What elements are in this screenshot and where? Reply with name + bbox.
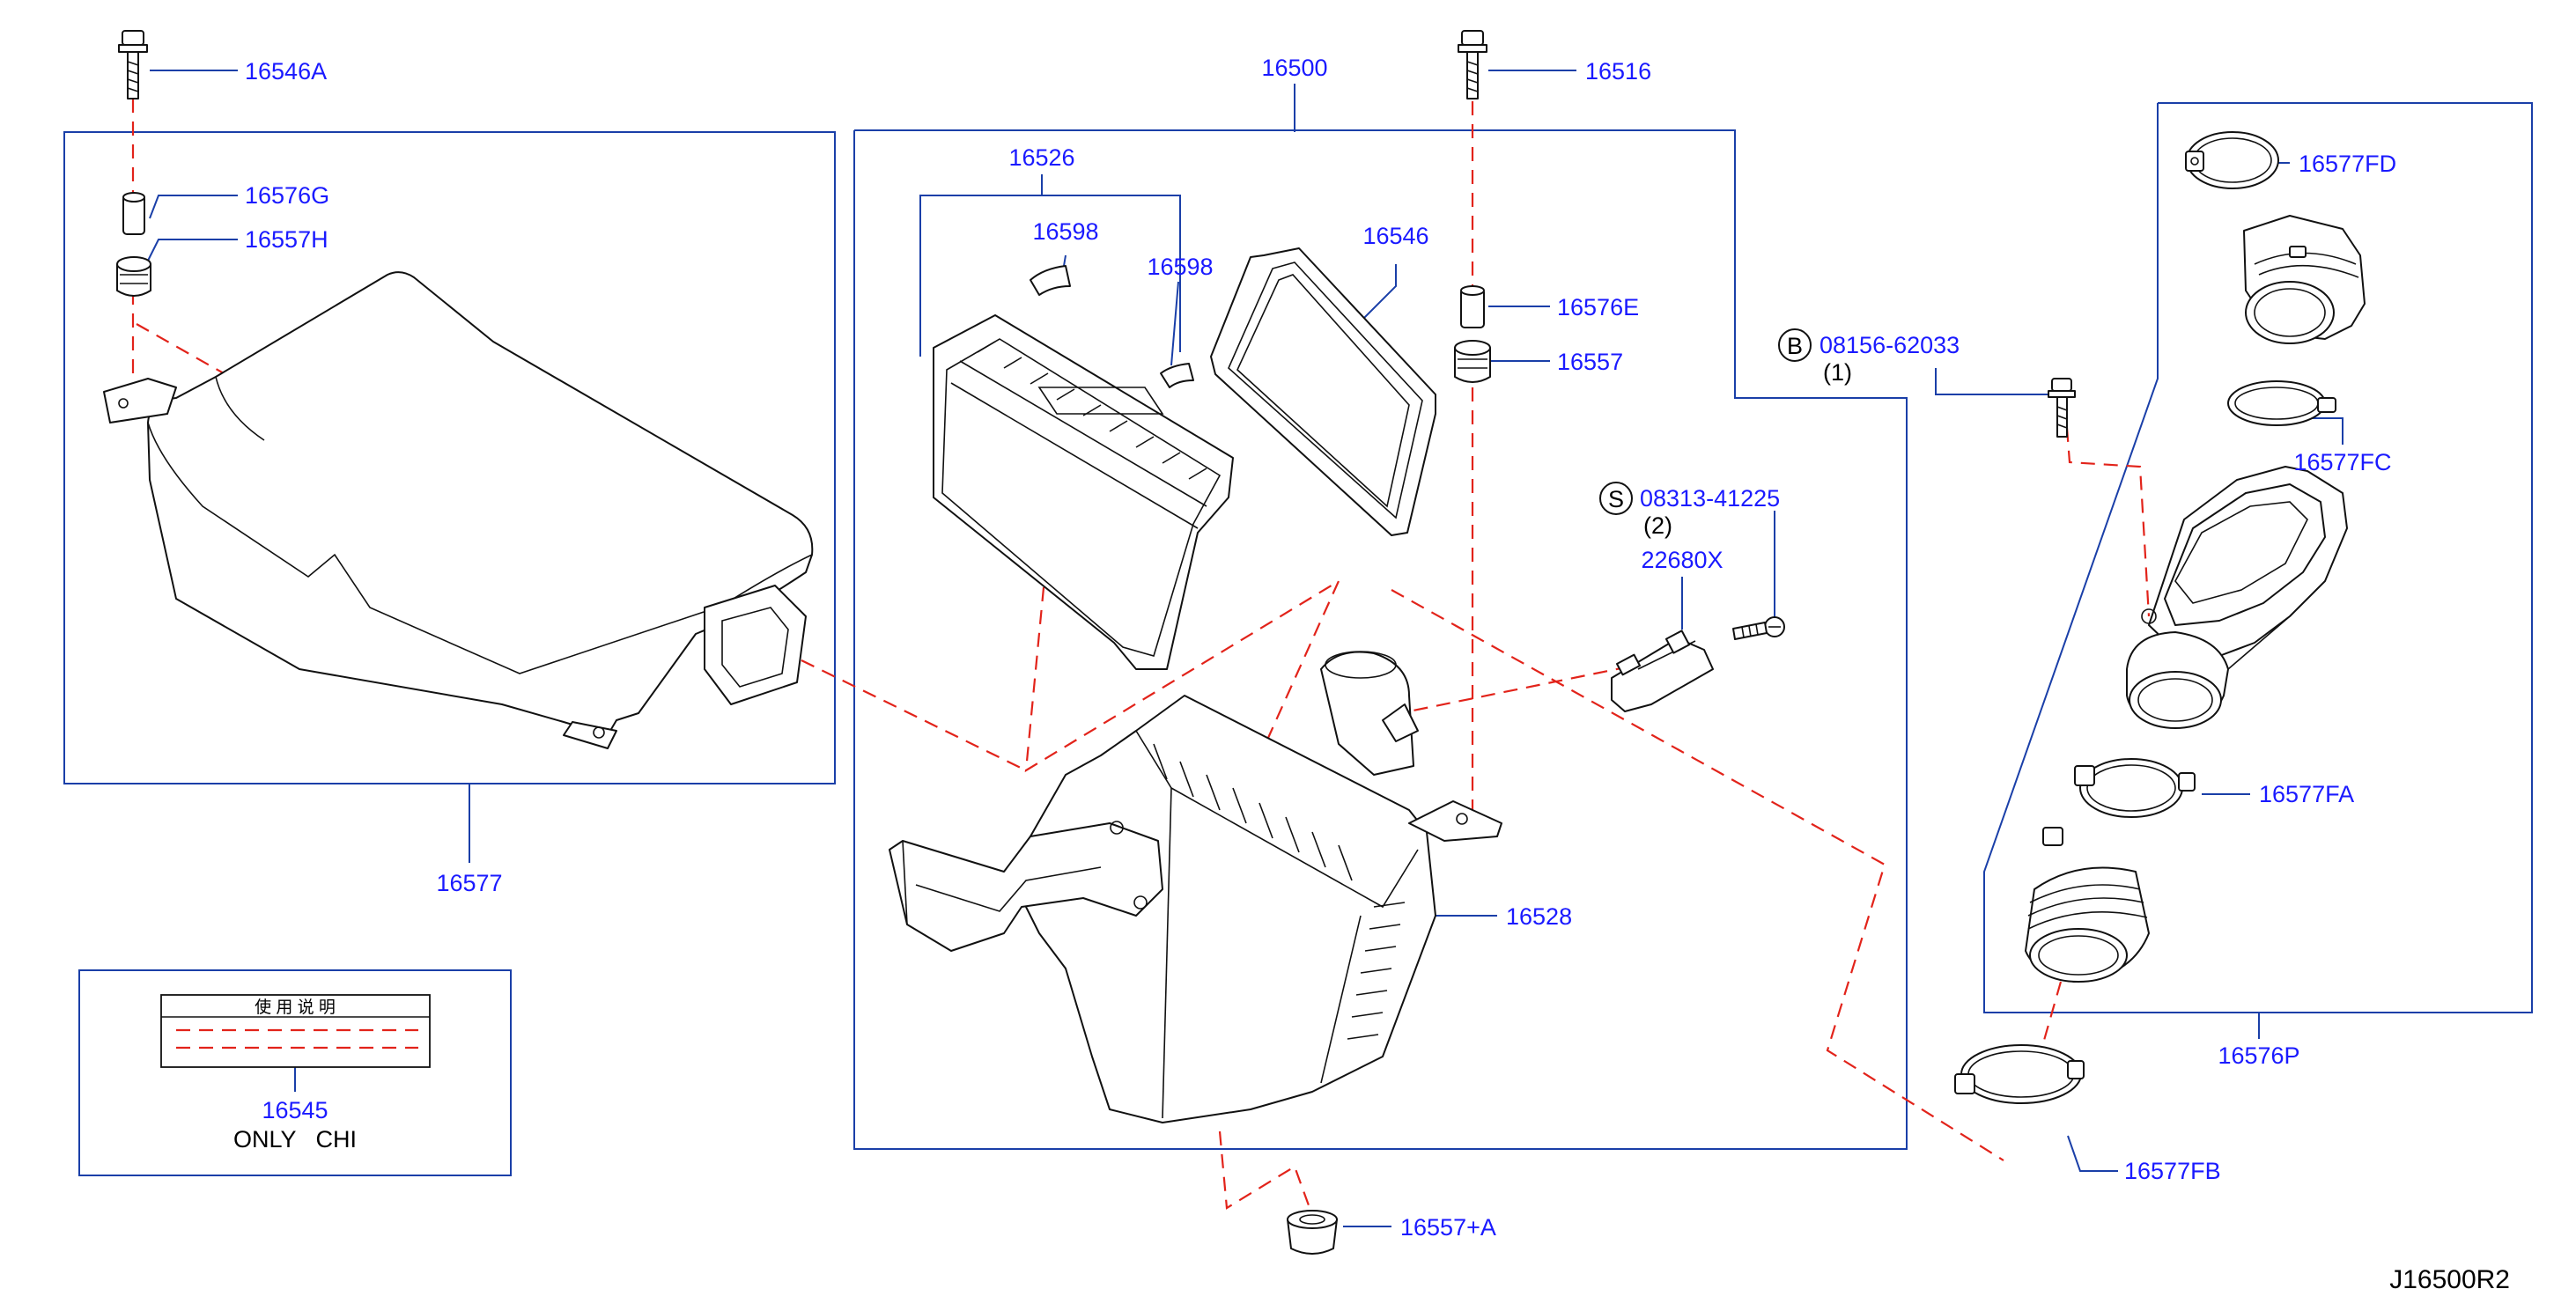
part-qty-08156: (1) (1823, 359, 1852, 386)
part-label-16577FC[interactable]: 16577FC (2293, 449, 2391, 475)
part-label-22680X[interactable]: 22680X (1641, 547, 1723, 573)
grommet-icon (1454, 340, 1491, 383)
pin-icon (1460, 285, 1485, 328)
bolt-icon (118, 30, 148, 99)
label-card-text: 使 用 说 明 (255, 998, 336, 1017)
duct-icon (2126, 466, 2348, 729)
hose-clamp-icon (1954, 1044, 2085, 1104)
leader-lines (147, 70, 2343, 1227)
air-cleaner-case-icon (889, 651, 1502, 1123)
frame-16576P (1983, 102, 2533, 1013)
part-label-16598-left[interactable]: 16598 (1032, 218, 1098, 245)
part-label-16546A[interactable]: 16546A (245, 58, 327, 85)
circle-b-letter: B (1787, 333, 1803, 359)
bolt-icon (2048, 378, 2076, 438)
part-label-16576E[interactable]: 16576E (1557, 294, 1639, 320)
part-label-16557-A[interactable]: 16557+A (1400, 1214, 1496, 1241)
part-label-16528[interactable]: 16528 (1506, 903, 1572, 930)
part-label-16577FD[interactable]: 16577FD (2299, 151, 2396, 177)
pin-icon (122, 192, 145, 235)
part-label-16577[interactable]: 16577 (436, 870, 502, 896)
hose-clamp-icon (2074, 758, 2196, 818)
frame-16500 (853, 129, 1908, 1150)
part-label-16526[interactable]: 16526 (1008, 144, 1074, 171)
duct-icon (2243, 215, 2366, 344)
part-label-08156-62033[interactable]: 08156-62033 (1819, 332, 1960, 358)
duct-icon (2025, 827, 2150, 983)
part-qty-08313: (2) (1643, 512, 1672, 539)
hose-clamp-icon (2227, 380, 2336, 426)
frame-16577 (63, 131, 836, 784)
mass-air-flow-sensor-icon (1611, 630, 1714, 712)
grommet-icon (1287, 1210, 1338, 1255)
circle-b-marker (1778, 328, 1812, 362)
filter-element-icon (933, 314, 1234, 670)
frame-16545 (78, 969, 512, 1176)
only-chi-note: ONLY CHI (233, 1126, 357, 1153)
hose-clamp-icon (2185, 131, 2279, 189)
part-label-16557[interactable]: 16557 (1557, 349, 1623, 375)
seal-frame-icon (1210, 247, 1436, 536)
circle-s-letter: S (1608, 486, 1624, 512)
part-label-16516[interactable]: 16516 (1585, 58, 1651, 85)
part-label-16545[interactable]: 16545 (262, 1097, 328, 1123)
screw-icon (1732, 616, 1785, 640)
duct-icon (103, 271, 814, 749)
part-label-16546[interactable]: 16546 (1362, 223, 1428, 249)
part-number-labels: 16546A 16576G 16557H 16577 16500 16526 1… (233, 55, 2396, 1241)
grommet-icon (116, 256, 151, 297)
label-card-icon (160, 994, 431, 1068)
part-label-16577FB[interactable]: 16577FB (2124, 1158, 2221, 1184)
bolt-icon (1458, 30, 1487, 99)
part-label-08313-41225[interactable]: 08313-41225 (1640, 485, 1780, 512)
circle-s-marker (1599, 482, 1633, 515)
clip-icon (1030, 265, 1194, 388)
part-label-16576G[interactable]: 16576G (245, 182, 329, 209)
part-label-16557H[interactable]: 16557H (245, 226, 328, 253)
diagram-code: J16500R2 (2389, 1265, 2510, 1294)
part-label-16598-right[interactable]: 16598 (1147, 254, 1213, 280)
part-label-16500[interactable]: 16500 (1261, 55, 1327, 81)
part-label-16577FA[interactable]: 16577FA (2259, 781, 2354, 807)
part-label-16576P[interactable]: 16576P (2218, 1042, 2299, 1069)
